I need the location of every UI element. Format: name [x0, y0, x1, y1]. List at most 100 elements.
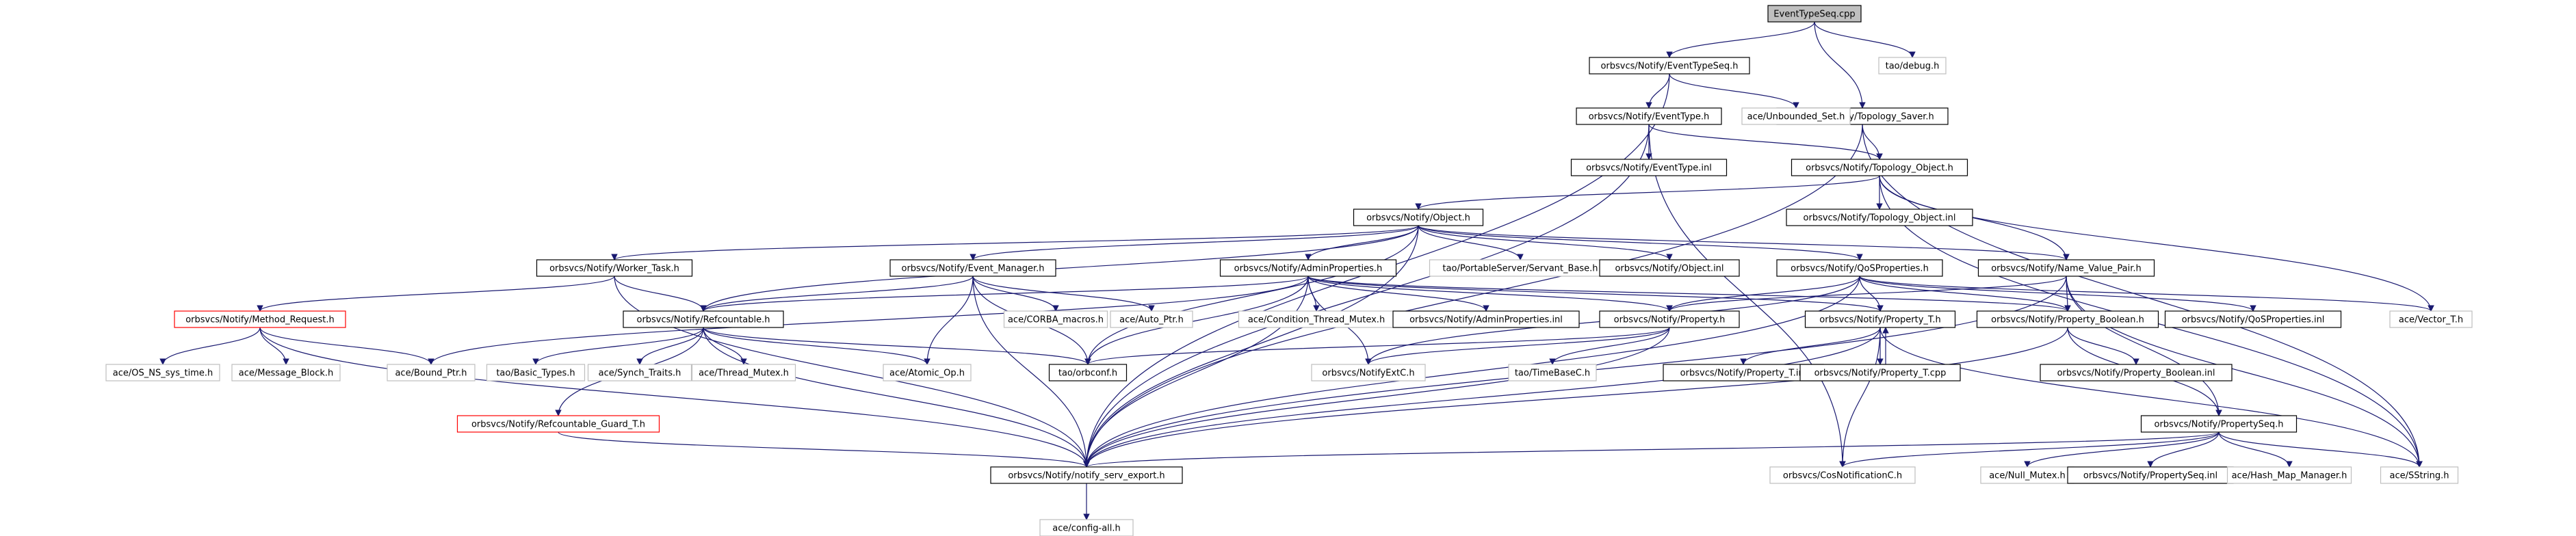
- edge-orbsvcs-notify-topology-saver-h-to-orbsvcs-notify-notify-serv-export-h: [1083, 124, 1863, 468]
- node-label: orbsvcs/Notify/Topology_Object.inl: [1804, 213, 1956, 224]
- node-label: orbsvcs/Notify/Property_T.cpp: [1814, 368, 1947, 379]
- node-label: ace/Auto_Ptr.h: [1119, 315, 1184, 325]
- node-orbsvcs-notify-adminproperties-inl[interactable]: orbsvcs/Notify/AdminProperties.inl: [1392, 310, 1580, 328]
- edge-orbsvcs-notify-propertyseq-h-to-orbsvcs-notify-propertyseq-inl: [2147, 431, 2220, 468]
- node-box: [231, 364, 341, 381]
- node-box: [1878, 57, 1947, 75]
- edge-orbsvcs-notify-topology-object-h-to-ace-vector-t-h: [1879, 175, 2434, 312]
- edge-orbsvcs-notify-property-boolean-h-to-orbsvcs-notify-notify-serv-export-h: [1083, 327, 2068, 468]
- edge-orbsvcs-notify-object-h-to-tao-portableserver-servant-base-h: [1418, 225, 1524, 260]
- edge-orbsvcs-notify-method-request-h-to-ace-message-block-h: [259, 327, 289, 365]
- node-orbsvcs-notify-topology-object-h[interactable]: orbsvcs/Notify/Topology_Object.h: [1791, 159, 1968, 176]
- node-orbsvcs-notify-eventtypeseq-h[interactable]: orbsvcs/Notify/EventTypeSeq.h: [1589, 57, 1750, 75]
- node-orbsvcs-notify-notify-serv-export-h[interactable]: orbsvcs/Notify/notify_serv_export.h: [990, 466, 1183, 484]
- node-orbsvcs-notify-method-request-h[interactable]: orbsvcs/Notify/Method_Request.h: [174, 310, 346, 328]
- node-ace-condition-thread-mutex-h: ace/Condition_Thread_Mutex.h: [1238, 310, 1395, 328]
- node-orbsvcs-notify-qosproperties-h[interactable]: orbsvcs/Notify/QoSProperties.h: [1776, 259, 1943, 277]
- node-box: [1589, 57, 1750, 75]
- node-tao-orbconf-h[interactable]: tao/orbconf.h: [1048, 364, 1128, 381]
- edge-eventtypeseq-cpp-to-tao-debug-h: [1814, 21, 1916, 58]
- node-orbsvcs-notify-property-t-cpp[interactable]: orbsvcs/Notify/Property_T.cpp: [1799, 364, 1961, 381]
- edge-orbsvcs-notify-event-manager-h-to-ace-atomic-op-h: [924, 276, 974, 365]
- node-box: [1048, 364, 1128, 381]
- node-orbsvcs-cosnotificationc-h: orbsvcs/CosNotificationC.h: [1769, 466, 1916, 484]
- node-orbsvcs-notify-eventtype-h[interactable]: orbsvcs/Notify/EventType.h: [1576, 107, 1722, 125]
- edge-orbsvcs-notify-propertyseq-h-to-ace-sstring-h: [2218, 431, 2423, 468]
- edge-orbsvcs-notify-property-h-to-tao-timebasec-h: [1549, 327, 1670, 365]
- node-label: orbsvcs/Notify/EventType.inl: [1586, 163, 1712, 174]
- edge-orbsvcs-notify-eventtype-h-to-orbsvcs-notify-topology-object-h: [1648, 124, 1883, 160]
- node-orbsvcs-notify-property-boolean-inl[interactable]: orbsvcs/Notify/Property_Boolean.inl: [2040, 364, 2233, 381]
- node-label: orbsvcs/Notify/notify_serv_export.h: [1008, 471, 1165, 481]
- node-orbsvcs-notify-property-t-h[interactable]: orbsvcs/Notify/Property_T.h: [1804, 310, 1956, 328]
- node-orbsvcs-notify-property-h[interactable]: orbsvcs/Notify/Property.h: [1599, 310, 1740, 328]
- edge-orbsvcs-notify-adminproperties-h-to-orbsvcs-notify-refcountable-h: [700, 276, 1309, 312]
- node-box: [174, 310, 346, 328]
- node-orbsvcs-notify-adminproperties-h[interactable]: orbsvcs/Notify/AdminProperties.h: [1219, 259, 1397, 277]
- node-label: ace/Synch_Traits.h: [599, 368, 681, 379]
- node-ace-synch-traits-h: ace/Synch_Traits.h: [587, 364, 692, 381]
- edge-orbsvcs-notify-worker-task-h-to-orbsvcs-notify-method-request-h: [257, 276, 615, 312]
- node-ace-bound-ptr-h: ace/Bound_Ptr.h: [387, 364, 476, 381]
- edge-orbsvcs-notify-refcountable-h-to-tao-orbconf-h: [703, 327, 1091, 365]
- node-box: [1741, 107, 1851, 125]
- node-orbsvcs-notify-topology-object-inl[interactable]: orbsvcs/Notify/Topology_Object.inl: [1786, 209, 1973, 226]
- node-box: [1791, 159, 1968, 176]
- node-box: [1977, 259, 2155, 277]
- node-orbsvcs-notify-property-t-inl[interactable]: orbsvcs/Notify/Property_T.inl: [1663, 364, 1824, 381]
- node-orbsvcs-notify-refcountable-guard-t-h[interactable]: orbsvcs/Notify/Refcountable_Guard_T.h: [456, 415, 660, 433]
- node-ace-message-block-h: ace/Message_Block.h: [231, 364, 341, 381]
- node-label: ace/Hash_Map_Manager.h: [2232, 471, 2347, 481]
- node-orbsvcs-notify-property-boolean-h[interactable]: orbsvcs/Notify/Property_Boolean.h: [1976, 310, 2159, 328]
- node-label: ace/Thread_Mutex.h: [699, 368, 789, 379]
- node-label: orbsvcs/Notify/Property_T.inl: [1680, 368, 1807, 379]
- node-box: [536, 259, 693, 277]
- edge-orbsvcs-notify-property-t-h-to-orbsvcs-cosnotificationc-h: [1839, 327, 1881, 468]
- edge-orbsvcs-notify-refcountable-guard-t-h-to-orbsvcs-notify-notify-serv-export-h: [558, 431, 1090, 468]
- node-orbsvcs-notify-qosproperties-inl[interactable]: orbsvcs/Notify/QoSProperties.inl: [2164, 310, 2342, 328]
- node-orbsvcs-notify-event-manager-h[interactable]: orbsvcs/Notify/Event_Manager.h: [889, 259, 1056, 277]
- edge-orbsvcs-notify-qosproperties-h-to-orbsvcs-notify-property-h: [1666, 276, 1860, 312]
- node-box: [990, 466, 1183, 484]
- node-label: orbsvcs/Notify/QoSProperties.inl: [2182, 315, 2325, 325]
- node-label: orbsvcs/Notify/Refcountable_Guard_T.h: [471, 420, 645, 430]
- node-label: orbsvcs/Notify/Property_Boolean.inl: [2057, 368, 2215, 379]
- node-label: orbsvcs/Notify/Topology_Object.h: [1806, 163, 1953, 174]
- node-box: [1238, 310, 1395, 328]
- node-orbsvcs-notify-refcountable-h[interactable]: orbsvcs/Notify/Refcountable.h: [623, 310, 784, 328]
- node-box: [1976, 310, 2159, 328]
- node-label: ace/CORBA_macros.h: [1008, 315, 1104, 325]
- node-label: tao/TimeBaseC.h: [1515, 368, 1590, 379]
- node-box: [1392, 310, 1580, 328]
- node-box: [1219, 259, 1397, 277]
- node-orbsvcs-notify-propertyseq-inl[interactable]: orbsvcs/Notify/PropertySeq.inl: [2067, 466, 2234, 484]
- node-ace-null-mutex-h: ace/Null_Mutex.h: [1980, 466, 2074, 484]
- edge-orbsvcs-notify-propertyseq-h-to-orbsvcs-cosnotificationc-h: [1839, 431, 2220, 468]
- node-box: [691, 364, 796, 381]
- node-box: [1599, 310, 1740, 328]
- edge-orbsvcs-notify-object-h-to-orbsvcs-notify-worker-task-h: [611, 225, 1419, 260]
- edge-orbsvcs-notify-refcountable-h-to-tao-basic-types-h: [532, 327, 704, 365]
- edge-orbsvcs-notify-object-h-to-orbsvcs-notify-refcountable-h: [700, 225, 1419, 312]
- node-label: orbsvcs/CosNotificationC.h: [1783, 471, 1902, 481]
- node-orbsvcs-notify-propertyseq-h[interactable]: orbsvcs/Notify/PropertySeq.h: [2140, 415, 2298, 433]
- edge-orbsvcs-notify-adminproperties-h-to-orbsvcs-notify-property-t-h: [1307, 276, 1884, 312]
- node-label: orbsvcs/Notify/PropertySeq.h: [2154, 420, 2283, 430]
- node-orbsvcs-notify-worker-task-h[interactable]: orbsvcs/Notify/Worker_Task.h: [536, 259, 693, 277]
- node-box: [1311, 364, 1426, 381]
- edge-orbsvcs-notify-event-manager-h-to-orbsvcs-notify-notify-serv-export-h: [972, 276, 1090, 468]
- edge-orbsvcs-notify-qosproperties-h-to-ace-vector-t-h: [1859, 276, 2434, 312]
- node-orbsvcs-notify-object-inl[interactable]: orbsvcs/Notify/Object.inl: [1599, 259, 1740, 277]
- node-orbsvcs-notify-eventtype-inl[interactable]: orbsvcs/Notify/EventType.inl: [1570, 159, 1728, 176]
- node-ace-unbounded-set-h: ace/Unbounded_Set.h: [1741, 107, 1851, 125]
- node-eventtypeseq-cpp[interactable]: EventTypeSeq.cpp: [1767, 5, 1862, 23]
- edge-orbsvcs-notify-property-h-to-tao-orbconf-h: [1084, 327, 1670, 365]
- node-label: tao/orbconf.h: [1058, 368, 1117, 379]
- node-orbsvcs-notify-object-h[interactable]: orbsvcs/Notify/Object.h: [1353, 209, 1484, 226]
- edge-orbsvcs-notify-eventtype-h-to-orbsvcs-notify-notify-serv-export-h: [1083, 124, 1650, 468]
- node-box: [1599, 259, 1740, 277]
- node-orbsvcs-notify-name-value-pair-h[interactable]: orbsvcs/Notify/Name_Value_Pair.h: [1977, 259, 2155, 277]
- edge-orbsvcs-notify-topology-object-h-to-orbsvcs-notify-object-h: [1415, 175, 1880, 210]
- node-label: ace/SString.h: [2390, 471, 2449, 481]
